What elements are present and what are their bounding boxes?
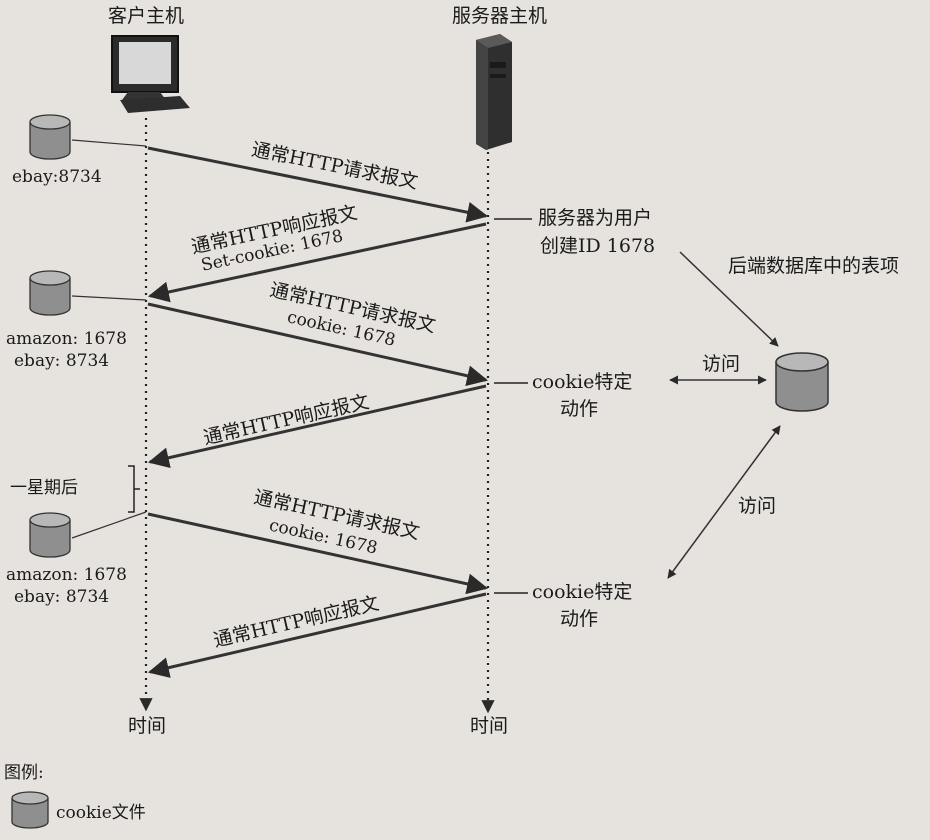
legend-cookie-icon xyxy=(11,791,49,829)
cookie-file-label: amazon: 1678 xyxy=(6,329,127,349)
backend-entry-arrow xyxy=(679,251,779,347)
access-label-1: 访问 xyxy=(702,353,741,375)
week-bracket xyxy=(128,465,140,513)
legend-title: 图例: xyxy=(4,763,44,783)
cookie-file-label: ebay:8734 xyxy=(12,167,102,187)
server-tower-icon xyxy=(476,34,512,150)
server-host-label: 服务器主机 xyxy=(452,5,548,27)
backend-label: 后端数据库中的表项 xyxy=(728,255,900,277)
access-arrow-2 xyxy=(667,425,781,579)
client-computer-icon xyxy=(111,35,190,113)
message-arrow-2 xyxy=(147,222,487,303)
server-note: 动作 xyxy=(560,398,599,420)
server-note: cookie特定 xyxy=(532,371,633,393)
cookie-file-icon xyxy=(29,512,71,558)
legend-cookie-label: cookie文件 xyxy=(56,803,146,823)
client-time-label: 时间 xyxy=(128,715,167,737)
server-note: 动作 xyxy=(560,608,599,630)
cookie-file-label: ebay: 8734 xyxy=(14,351,110,371)
message-arrow-3 xyxy=(147,302,489,387)
cookie-connector-2 xyxy=(71,295,147,301)
server-note: 服务器为用户 xyxy=(538,207,653,229)
access-label-2: 访问 xyxy=(738,495,777,517)
client-host-label: 客户主机 xyxy=(108,5,185,27)
server-note: 创建ID 1678 xyxy=(540,235,656,257)
cookie-file-icon xyxy=(29,270,71,316)
cookie-file-label: amazon: 1678 xyxy=(6,565,127,585)
cookie-file-icon xyxy=(29,114,71,160)
message-arrow-5 xyxy=(147,512,489,595)
message-arrow-1 xyxy=(147,146,489,223)
server-note: cookie特定 xyxy=(532,581,633,603)
message-arrow-6 xyxy=(147,592,487,678)
cookie-connector-1 xyxy=(71,139,147,147)
cookie-connector-3 xyxy=(71,511,147,539)
message-arrow-4 xyxy=(147,384,487,469)
cookie-file-label: ebay: 8734 xyxy=(14,587,110,607)
server-time-label: 时间 xyxy=(470,715,509,737)
week-later-label: 一星期后 xyxy=(10,478,78,498)
backend-database-icon xyxy=(775,352,829,412)
